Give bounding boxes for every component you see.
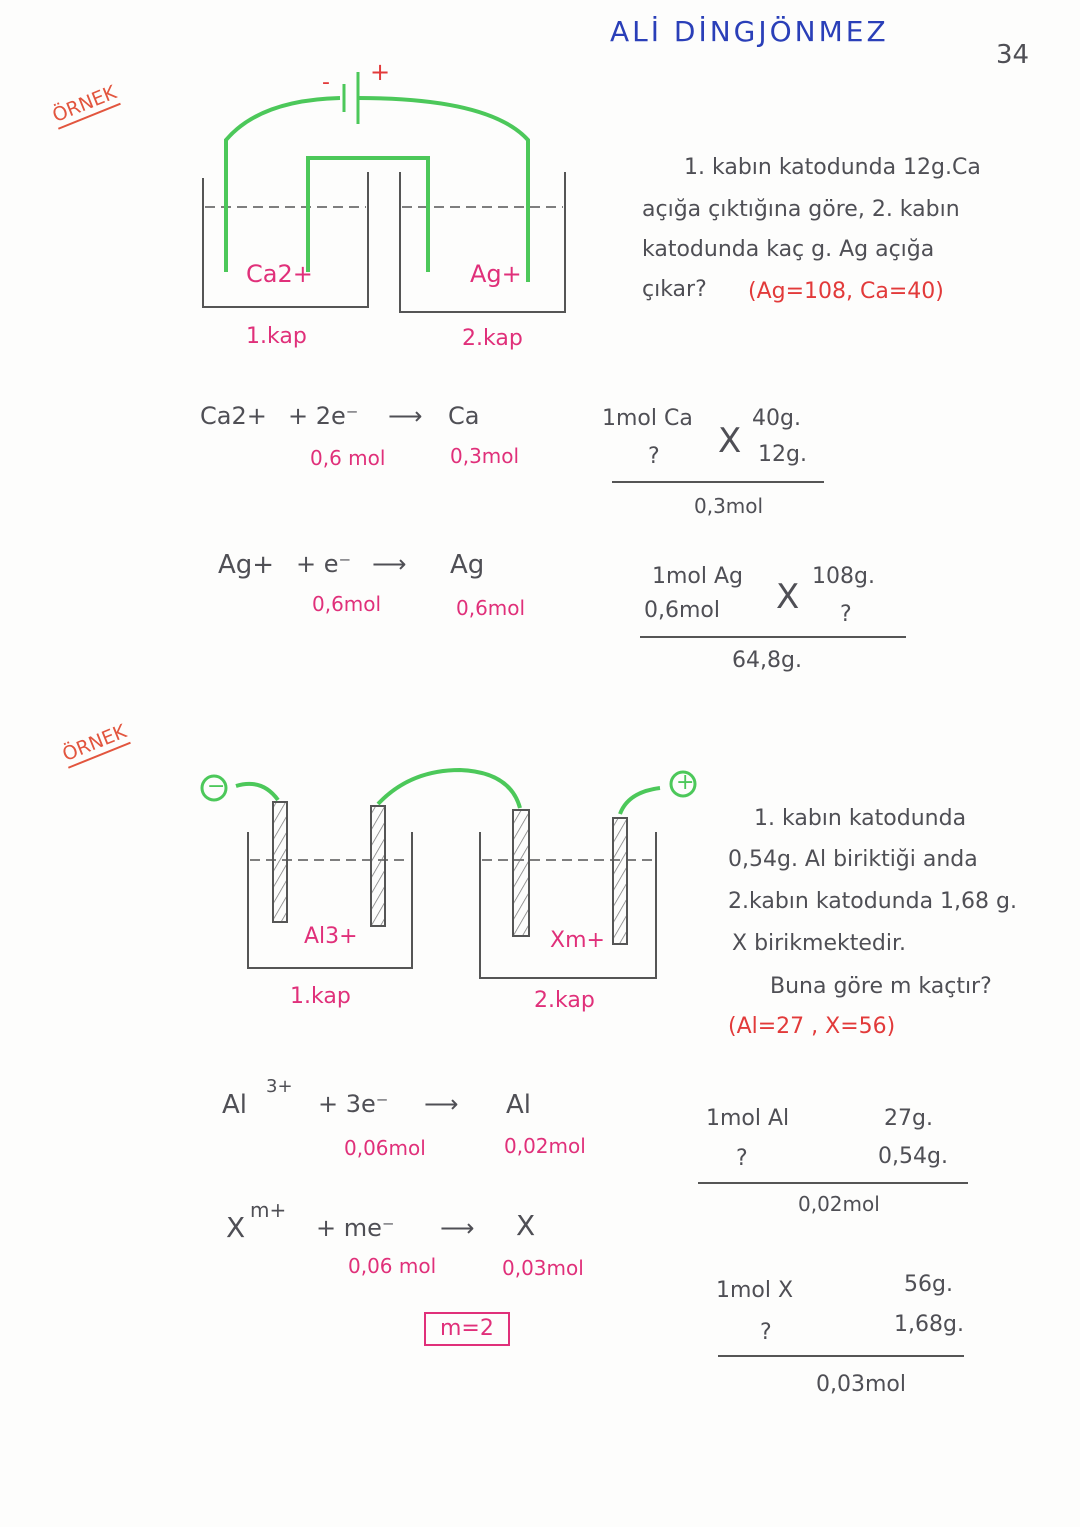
reaction-electrons: + 2e⁻: [288, 402, 359, 430]
cell1-ion: Al3+: [304, 924, 358, 949]
mol-electrons: 0,6mol: [312, 592, 382, 616]
cross-multiply-mark: X: [776, 577, 800, 617]
calc-result: 0,03mol: [816, 1372, 906, 1397]
reaction-electrons: + e⁻: [296, 550, 352, 578]
cell1-label: 1.kap: [246, 324, 307, 349]
mol-product: 0,3mol: [450, 444, 520, 468]
calc-row2-left: ?: [736, 1146, 748, 1171]
question1-line4: çıkar?: [642, 277, 707, 302]
reaction-arrow: ⟶: [440, 1214, 475, 1242]
calc-result: 64,8g.: [732, 648, 802, 673]
question2-line5: Buna göre m kaçtır?: [770, 974, 992, 999]
answer-box: m=2: [424, 1312, 510, 1346]
reaction-product: Al: [506, 1090, 532, 1120]
cell1-label: 1.kap: [290, 984, 351, 1009]
minus-terminal: −: [207, 774, 226, 799]
mol-product: 0,03mol: [502, 1256, 584, 1280]
cell2-ion: Xm+: [550, 928, 605, 953]
plus-terminal: +: [676, 770, 695, 795]
reaction-ion: Ca2+: [200, 402, 267, 430]
question1-given: (Ag=108, Ca=40): [748, 279, 944, 304]
mol-electrons: 0,6 mol: [310, 446, 386, 470]
question2-given: (Al=27 , X=56): [728, 1014, 896, 1039]
calc-divider: [612, 481, 824, 483]
cell1-ion: Ca2+: [246, 260, 313, 288]
reaction-arrow: ⟶: [388, 402, 423, 430]
calc-divider: [718, 1355, 964, 1357]
question2-line3: 2.kabın katodunda 1,68 g.: [728, 889, 1017, 914]
reaction-ion-charge: 3+: [266, 1076, 293, 1097]
calc-row2-right: 12g.: [758, 442, 807, 467]
reaction-product: X: [516, 1209, 536, 1242]
cell2-ion: Ag+: [470, 260, 522, 288]
calc-row1-left: 1mol Ca: [602, 406, 693, 431]
calc-row2-left: 0,6mol: [644, 598, 720, 623]
calc-result: 0,02mol: [798, 1192, 880, 1216]
calc-row1-right: 40g.: [752, 406, 801, 431]
page-number: 34: [996, 40, 1030, 70]
question1-line3: katodunda kaç g. Ag açığa: [642, 237, 935, 262]
cross-multiply-mark: X: [718, 421, 742, 461]
mol-electrons: 0,06mol: [344, 1136, 426, 1160]
reaction-ion-charge: m+: [250, 1198, 287, 1222]
calc-row1-left: 1mol Ag: [652, 564, 744, 589]
battery-minus-sign: -: [322, 70, 330, 95]
reaction-electrons: + me⁻: [316, 1214, 395, 1242]
question2-line1: 1. kabın katodunda: [754, 806, 967, 831]
calc-divider: [698, 1182, 968, 1184]
mol-product: 0,6mol: [456, 596, 526, 620]
reaction-product: Ag: [450, 550, 485, 580]
cell2-label: 2.kap: [534, 988, 595, 1013]
question1-line2: açığa çıktığına göre, 2. kabın: [642, 197, 960, 222]
calc-row2-right: ?: [840, 602, 852, 627]
reaction-ion: Ag+: [218, 550, 275, 580]
question2-line2: 0,54g. Al biriktiği anda: [728, 847, 978, 872]
calc-row1-left: 1mol Al: [706, 1106, 790, 1131]
calc-row2-left: ?: [648, 444, 660, 469]
cell2-label: 2.kap: [462, 326, 523, 351]
question1-line1: 1. kabın katodunda 12g.Ca: [684, 155, 981, 180]
reaction-arrow: ⟶: [424, 1090, 459, 1118]
reaction-arrow: ⟶: [372, 550, 407, 578]
author-name: ALİ DİNGJÖNMEZ: [610, 15, 889, 48]
reaction-electrons: + 3e⁻: [318, 1090, 389, 1118]
calc-row1-right: 27g.: [884, 1106, 933, 1131]
mol-electrons: 0,06 mol: [348, 1254, 437, 1278]
calc-divider: [640, 636, 906, 638]
battery-plus-sign: +: [370, 58, 391, 86]
calc-result: 0,3mol: [694, 494, 764, 518]
reaction-ion: X: [226, 1211, 246, 1244]
calc-row2-right: 1,68g.: [894, 1312, 964, 1337]
reaction-ion: Al: [222, 1090, 248, 1120]
calc-row1-right: 108g.: [812, 564, 875, 589]
calc-row1-left: 1mol X: [716, 1278, 794, 1303]
calc-row1-right: 56g.: [904, 1272, 953, 1297]
reaction-product: Ca: [448, 402, 480, 430]
calc-row2-right: 0,54g.: [878, 1144, 948, 1169]
calc-row2-left: ?: [760, 1320, 772, 1345]
mol-product: 0,02mol: [504, 1134, 586, 1158]
question2-line4: X birikmektedir.: [732, 931, 907, 956]
